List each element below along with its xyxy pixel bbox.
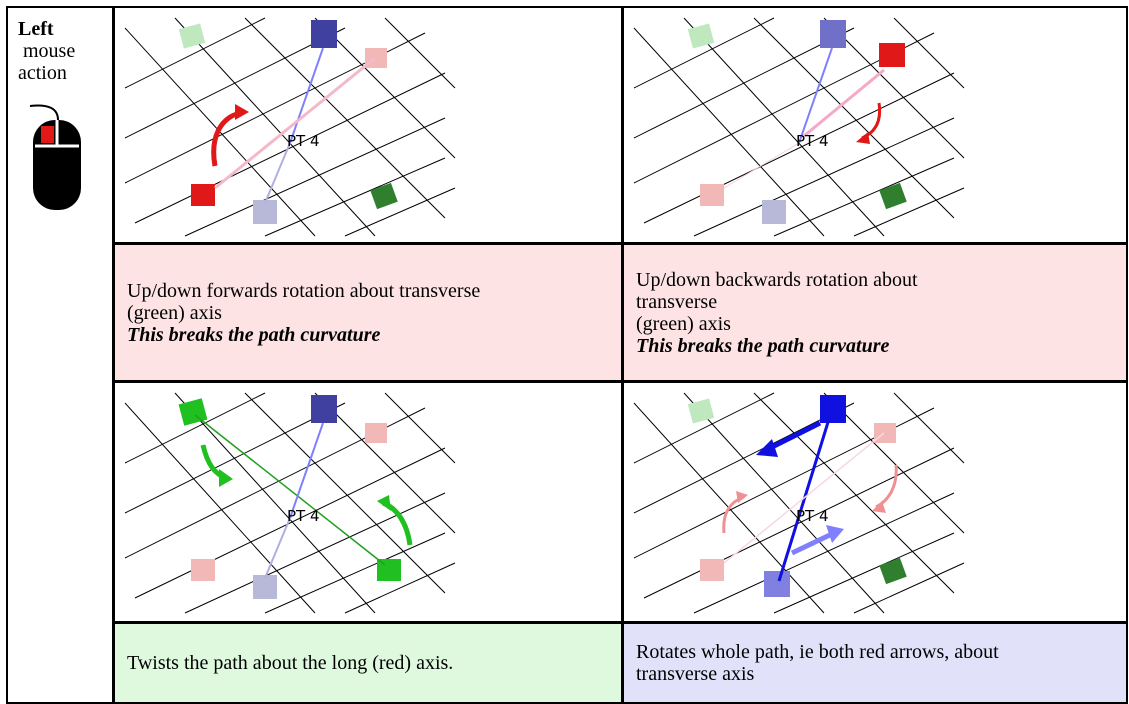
panel-2-line-1: Up/down backwards rotation about xyxy=(636,268,918,291)
panel-1-line-1: Up/down forwards rotation about transver… xyxy=(127,279,481,302)
panel-2-line-3: (green) axis xyxy=(636,312,731,335)
panel-2-image: PT 4 xyxy=(622,6,1128,244)
point-label-3: PT 4 xyxy=(287,507,320,525)
panel-2-line-2: transverse xyxy=(636,290,718,313)
panel-4-line-2: transverse axis xyxy=(636,663,755,685)
panel-4-description: Rotates whole path, ie both red arrows, … xyxy=(622,622,1128,704)
mouse-action-title: Left mouse action xyxy=(18,18,102,84)
panel-1-description: Up/down forwards rotation about transver… xyxy=(113,243,623,382)
title-bold: Left xyxy=(18,18,54,40)
mouse-action-header-cell: Left mouse action xyxy=(6,6,114,704)
panel-1-line-2: (green) axis xyxy=(127,301,222,324)
panel-1-emphasis: This breaks the path curvature xyxy=(127,323,381,346)
point-label-2: PT 4 xyxy=(796,132,829,150)
panel-1-image: PT 4 xyxy=(113,6,623,244)
panel-4-line-1: Rotates whole path, ie both red arrows, … xyxy=(636,641,999,663)
title-line-2: mouse xyxy=(23,40,76,62)
mouse-action-table: Left mouse action xyxy=(6,6,1128,704)
panel-3-line-1: Twists the path about the long (red) axi… xyxy=(127,652,454,674)
panel-3-image: PT 4 xyxy=(113,381,623,623)
point-label-4: PT 4 xyxy=(796,507,829,525)
panel-2-emphasis: This breaks the path curvature xyxy=(636,334,890,357)
mouse-left-button-icon xyxy=(29,104,81,210)
point-label-1: PT 4 xyxy=(287,132,320,150)
panel-2-description: Up/down backwards rotation about transve… xyxy=(622,243,1128,382)
panel-4-image: PT 4 xyxy=(622,381,1128,623)
panel-3-description: Twists the path about the long (red) axi… xyxy=(113,622,623,704)
title-line-3: action xyxy=(18,62,67,84)
